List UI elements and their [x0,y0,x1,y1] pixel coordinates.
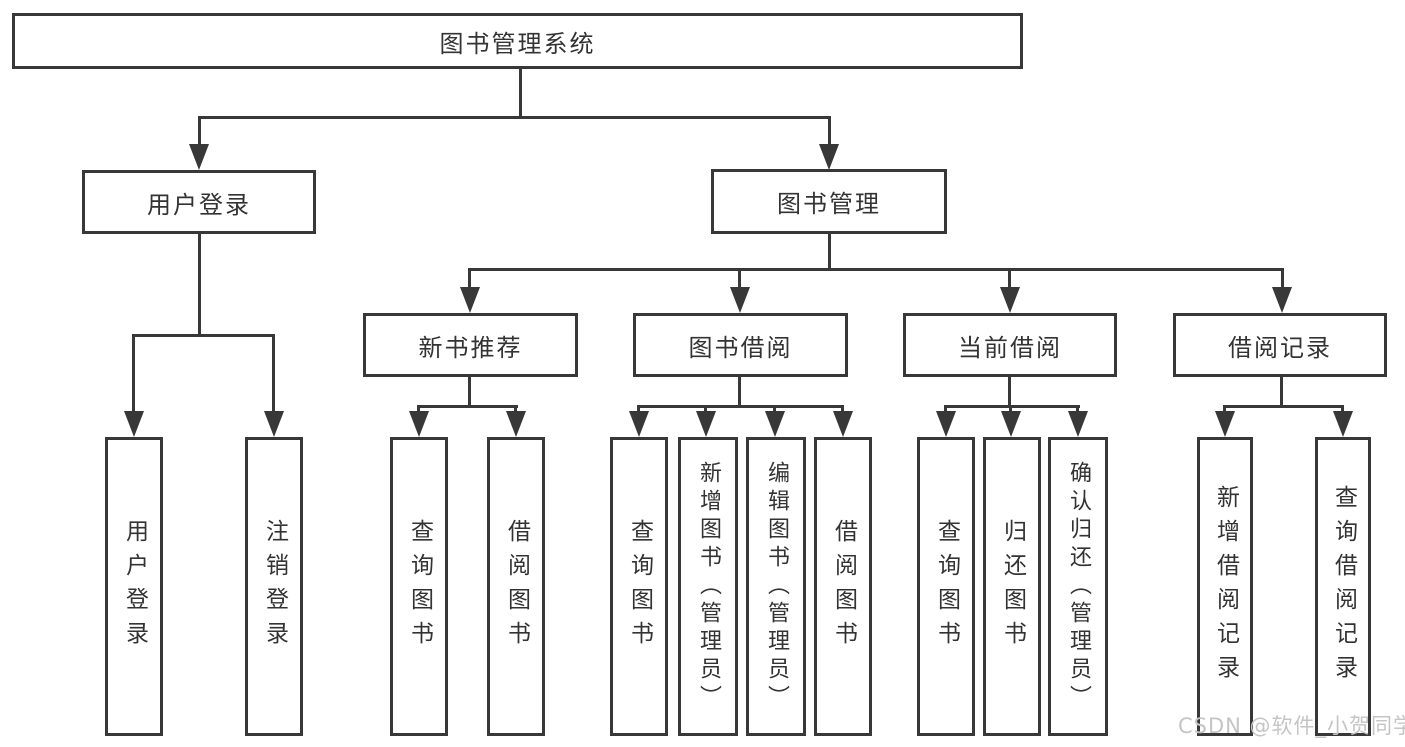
node-book-management: 图书管理 [711,169,947,234]
arrow-down-icon [264,411,284,437]
leaf-label: 查询借阅记录 [1330,484,1357,689]
arrow-down-icon [124,411,144,437]
arrow-down-icon [765,411,785,437]
node-borrow-records-label: 借阅记录 [1228,333,1332,362]
watermark: CSDN @软件_小贺同学 [1178,714,1405,738]
arrow-down-icon [460,287,480,313]
leaf-query-borrow-record: 查询借阅记录 [1315,437,1371,736]
leaf-logout: 注销登录 [245,437,303,736]
connector-line [519,67,522,119]
leaf-label: 查询图书 [933,518,960,655]
leaf-label: 借阅图书 [503,518,530,655]
connector-line [132,334,275,337]
node-book-borrow-label: 图书借阅 [688,333,793,362]
arrow-down-icon [1215,411,1235,437]
leaf-query-books: 查询图书 [917,437,975,736]
connector-line [468,268,471,292]
leaf-label: 编辑图书（管理员） [764,460,789,713]
connector-line [1280,377,1283,408]
leaf-borrow-books: 借阅图书 [814,437,872,736]
connector-line [1008,377,1011,408]
node-new-book-recommend-label: 新书推荐 [418,333,523,362]
connector-line [828,116,831,148]
leaf-label: 确认归还（管理员） [1066,460,1091,713]
node-book-management-label: 图书管理 [777,190,881,218]
leaf-query-books: 查询图书 [610,437,668,736]
leaf-label: 查询图书 [626,518,653,655]
connector-line [1223,405,1344,408]
arrow-down-icon [819,144,839,170]
leaf-confirm-return-admin: 确认归还（管理员） [1048,437,1108,736]
arrow-down-icon [833,411,853,437]
leaf-label: 新增图书（管理员） [696,460,721,713]
node-book-borrow: 图书借阅 [633,313,848,377]
arrow-down-icon [1272,287,1292,313]
node-borrow-records: 借阅记录 [1173,313,1387,377]
leaf-label: 借阅图书 [830,518,857,655]
arrow-down-icon [1001,411,1021,437]
connector-line [198,233,201,337]
connector-line [198,116,831,119]
leaf-add-borrow-record: 新增借阅记录 [1197,437,1253,736]
leaf-label: 归还图书 [999,518,1026,655]
connector-line [272,334,275,414]
connector-line [738,268,741,292]
connector-line [738,377,741,408]
leaf-label: 查询图书 [406,518,433,655]
arrow-down-icon [409,411,429,437]
connector-line [828,233,831,271]
connector-line [468,377,471,408]
node-root-label: 图书管理系统 [439,29,596,58]
node-new-book-recommend: 新书推荐 [363,313,578,377]
leaf-edit-books-admin: 编辑图书（管理员） [746,437,806,736]
arrow-down-icon [1333,411,1353,437]
leaf-query-books: 查询图书 [390,437,448,736]
arrow-down-icon [936,411,956,437]
arrow-down-icon [506,411,526,437]
arrow-down-icon [730,287,750,313]
node-user-login: 用户登录 [82,170,316,234]
connector-line [637,405,844,408]
leaf-label: 新增借阅记录 [1212,484,1239,689]
leaf-borrow-books: 借阅图书 [487,437,545,736]
leaf-label: 用户登录 [121,518,148,655]
leaf-label: 注销登录 [261,518,288,655]
arrow-down-icon [1000,287,1020,313]
arrow-down-icon [1068,411,1088,437]
arrow-down-icon [629,411,649,437]
connector-line [944,405,1080,408]
connector-line [417,405,518,408]
leaf-return-books: 归还图书 [983,437,1041,736]
arrow-down-icon [189,144,209,170]
connector-line [132,334,135,414]
connector-line [1281,268,1284,292]
node-user-login-label: 用户登录 [147,190,251,219]
node-root: 图书管理系统 [12,13,1023,69]
connector-line [468,268,1284,271]
arrow-down-icon [696,411,716,437]
leaf-add-books-admin: 新增图书（管理员） [678,437,738,736]
node-current-borrow: 当前借阅 [903,313,1117,377]
node-current-borrow-label: 当前借阅 [958,333,1062,362]
connector-line [198,116,201,148]
leaf-user-login: 用户登录 [105,437,163,736]
connector-line [1008,268,1011,292]
